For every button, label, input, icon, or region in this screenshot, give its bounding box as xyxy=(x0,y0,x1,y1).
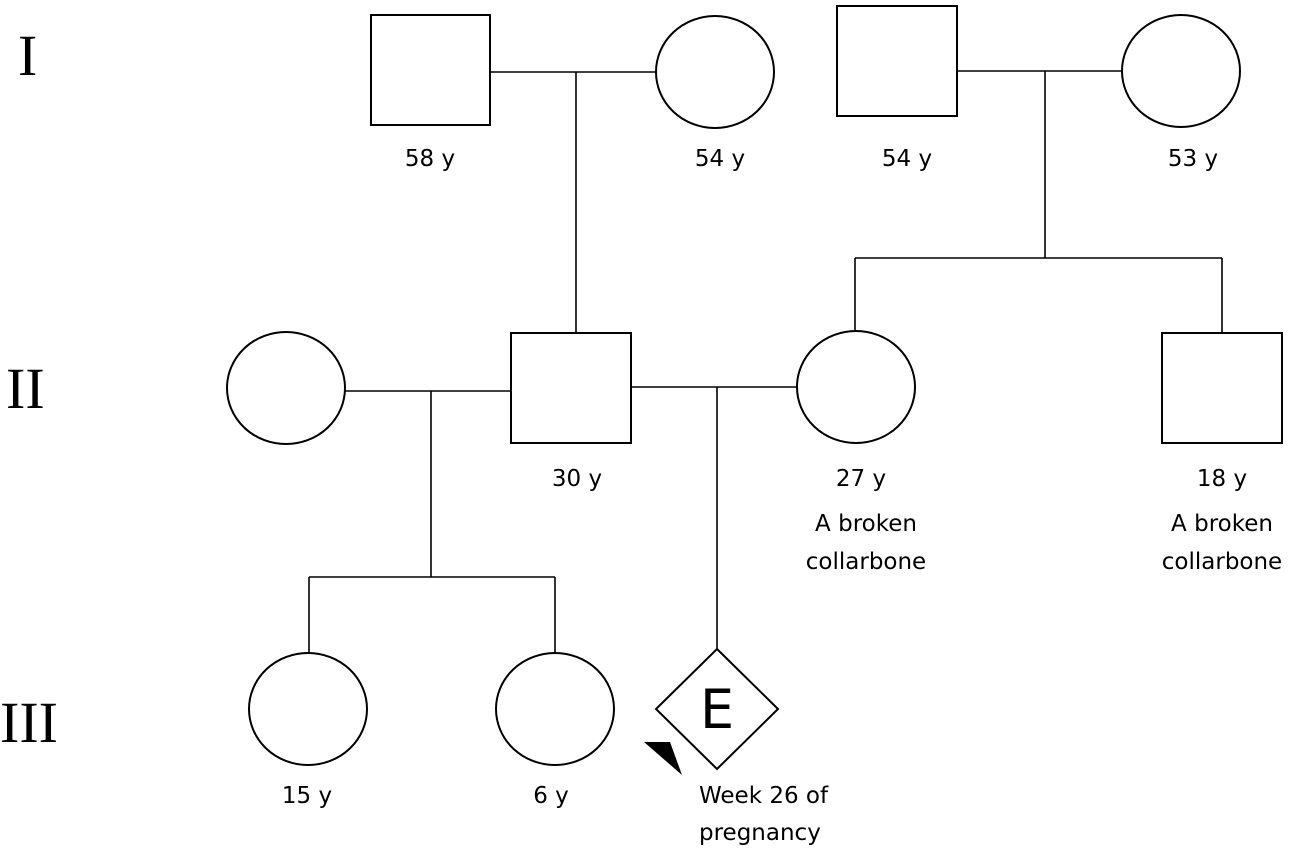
female-symbol-ii1 xyxy=(226,331,346,445)
note-line2-ii4: collarbone xyxy=(1162,549,1282,575)
connection-lines xyxy=(308,70,1223,655)
male-symbol-i1 xyxy=(370,14,491,126)
female-symbol-i2 xyxy=(655,15,775,129)
age-label-iii2: 6 y xyxy=(533,783,569,809)
note-line2-fetus: pregnancy xyxy=(699,820,821,846)
generation-label-i: I xyxy=(18,23,37,88)
age-label-i4: 53 y xyxy=(1168,146,1218,172)
fetus-diamond-symbol xyxy=(654,647,780,771)
age-label-ii4: 18 y xyxy=(1197,466,1247,492)
age-label-i1: 58 y xyxy=(405,146,455,172)
age-label-ii3: 27 y xyxy=(836,466,886,492)
generation-label-iii: III xyxy=(0,690,58,755)
proband-arrow-icon xyxy=(644,742,682,775)
female-symbol-iii2 xyxy=(495,652,615,766)
note-line1-ii3: A broken xyxy=(815,511,917,537)
male-symbol-i3 xyxy=(836,5,958,117)
female-symbol-i4 xyxy=(1121,14,1241,128)
fetus-symbol-letter: E xyxy=(700,678,734,741)
female-symbol-iii1 xyxy=(248,652,368,766)
age-label-i2: 54 y xyxy=(695,146,745,172)
age-label-i3: 54 y xyxy=(882,146,932,172)
note-line1-ii4: A broken xyxy=(1171,511,1273,537)
female-symbol-ii3 xyxy=(796,330,916,444)
note-line1-fetus: Week 26 of xyxy=(699,783,829,809)
male-symbol-ii2 xyxy=(510,332,632,444)
male-symbol-ii4 xyxy=(1161,332,1283,444)
note-line2-ii3: collarbone xyxy=(806,549,926,575)
generation-label-ii: II xyxy=(6,356,45,421)
age-label-ii2: 30 y xyxy=(552,466,602,492)
age-label-iii1: 15 y xyxy=(282,783,332,809)
